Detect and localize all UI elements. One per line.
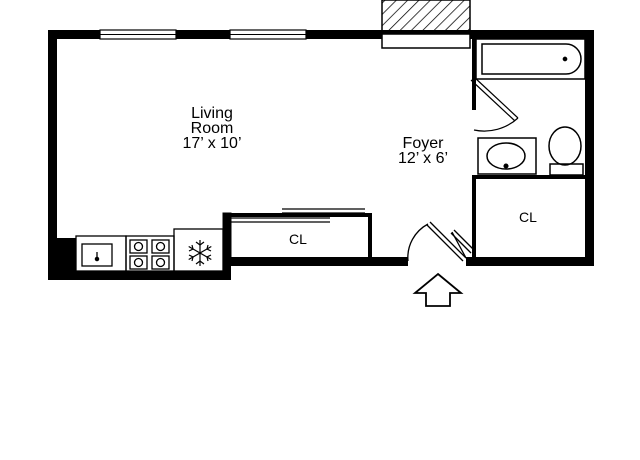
main-closet xyxy=(222,208,372,258)
living-room-size: 17’ x 10’ xyxy=(183,135,242,152)
bathroom-walls xyxy=(472,30,594,266)
foyer-label: Foyer xyxy=(403,135,445,152)
bathroom-sink xyxy=(477,137,537,175)
up-arrow-icon xyxy=(412,272,464,307)
bathroom-door xyxy=(470,76,519,132)
exterior-walls xyxy=(48,30,594,280)
bath-closet-label: CL xyxy=(519,209,537,225)
toilet xyxy=(548,126,584,176)
closet-door-right xyxy=(450,229,475,254)
snowflake-icon xyxy=(188,240,212,266)
entry-door xyxy=(407,221,467,262)
chimney xyxy=(381,0,471,49)
living-room-label-line2: Room xyxy=(191,120,234,137)
bathtub xyxy=(475,38,586,80)
foyer-size: 12’ x 6’ xyxy=(398,150,448,167)
fridge xyxy=(173,228,224,272)
living-room-label-line1: Living xyxy=(191,105,233,122)
kitchen xyxy=(75,228,224,272)
windows xyxy=(99,29,307,40)
main-closet-label: CL xyxy=(289,231,307,247)
